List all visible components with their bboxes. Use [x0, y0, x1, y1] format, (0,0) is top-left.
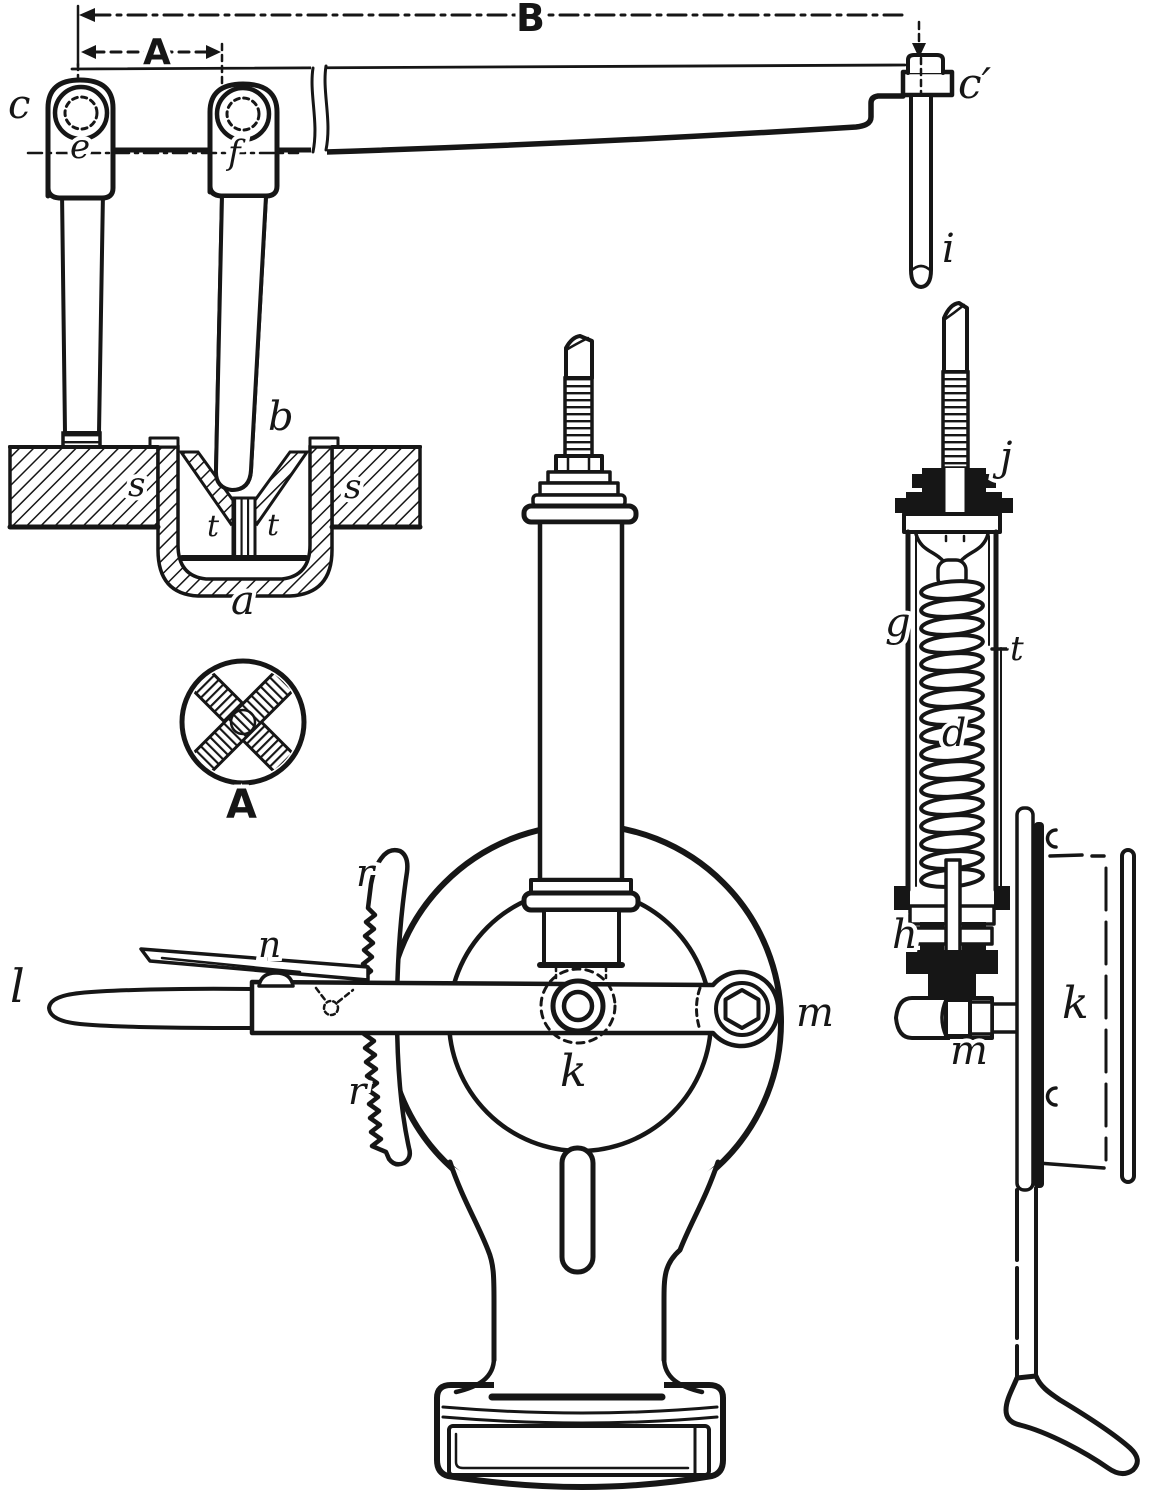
label-dim-A: A [143, 32, 171, 73]
label-e: e [70, 127, 90, 167]
label-m-side: m [950, 1028, 988, 1074]
label-l: l [10, 959, 25, 1013]
cross-section-A: A [179, 658, 307, 832]
label-r-lower: r [348, 1069, 369, 1113]
label-b: b [268, 394, 294, 440]
eye-rod-c: c [4, 77, 116, 503]
label-c-prime: c′ [958, 59, 992, 108]
label-t-left: t [207, 509, 220, 544]
label-k-side: k [1062, 978, 1089, 1029]
label-section-A: A [226, 782, 257, 828]
spring-balance-assembly: j g t d h m [881, 301, 1028, 1078]
label-s-left: s [128, 465, 145, 505]
label-r-upper: r [356, 851, 377, 895]
label-dim-B: B [516, 0, 545, 40]
knife-edge-seat: s s t t a [7, 194, 423, 628]
coil-spring [919, 579, 985, 889]
adjusting-lever: l m k [6, 955, 838, 1101]
label-h: h [892, 912, 918, 958]
label-j: j [992, 434, 1012, 480]
label-a: a [231, 578, 255, 624]
spindle-column [521, 334, 641, 980]
label-c: c [8, 82, 30, 128]
beam: c′ i [70, 53, 996, 289]
body-side-view: k [1003, 806, 1140, 1476]
label-s-right: s [344, 467, 361, 507]
label-m-front: m [796, 990, 834, 1036]
label-t-right: t [267, 508, 280, 543]
label-t-spring: t [1010, 629, 1024, 669]
label-g: g [885, 600, 911, 646]
main-body-front [384, 822, 784, 1490]
label-d: d [942, 711, 966, 755]
label-i: i [942, 226, 955, 272]
dimension-lines: B A [76, 0, 926, 112]
label-k-front: k [560, 1046, 587, 1097]
label-n: n [258, 925, 281, 966]
